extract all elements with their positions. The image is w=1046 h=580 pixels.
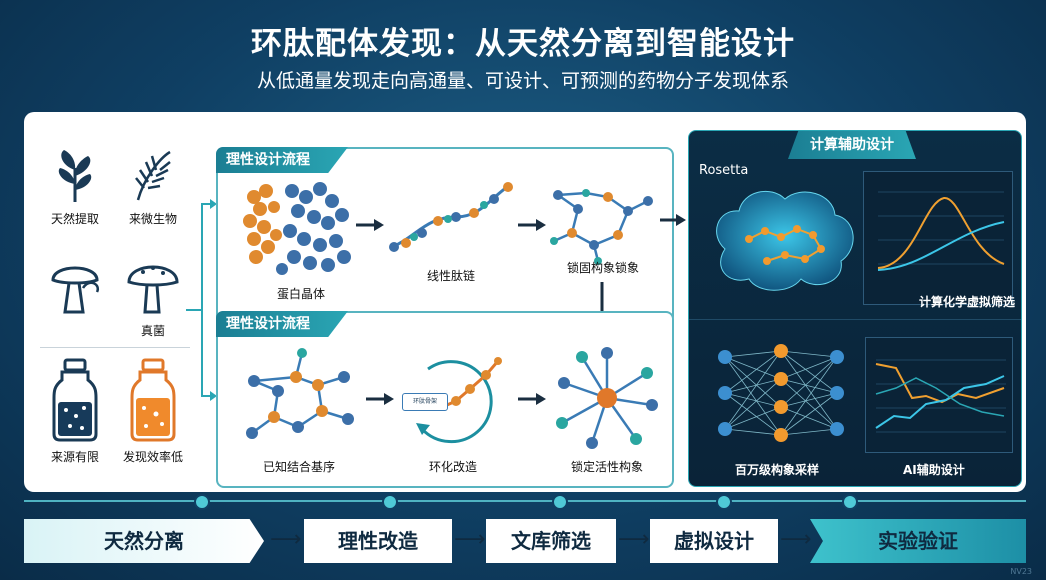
stage-arrow: ⟶ [454, 527, 486, 552]
node-label: 已知结合基序 [262, 460, 335, 474]
source-microbe: 来微生物 [118, 148, 188, 227]
locked-conformation-image [550, 189, 653, 265]
cyclization-image [416, 357, 502, 444]
rosetta-label: Rosetta [699, 163, 749, 178]
screening-curve [877, 191, 1005, 271]
active-conformation-image [556, 347, 658, 449]
source-label: 天然提取 [50, 212, 99, 226]
leaf-icon [135, 150, 171, 201]
source-label: 真菌 [140, 324, 165, 338]
protein-crystal-image [243, 182, 351, 275]
mini-label: 环肽骨架 [402, 393, 448, 411]
node-label: 锁定活性构象 [570, 460, 643, 474]
source-plant: 天然提取 [40, 148, 110, 227]
node-label: 蛋白晶体 [276, 287, 325, 301]
binding-motif-image [246, 348, 354, 439]
neural-network-image [718, 344, 844, 442]
node-label: 线性肽链 [426, 269, 475, 283]
arrow-right [356, 219, 384, 231]
divider [689, 319, 1021, 320]
stage-arrow: ⟶ [780, 527, 812, 552]
flow-box-1: 理性设计流程 蛋白晶体 线性肽链 锁固构象锁象 [216, 147, 674, 324]
flow-tag: 理性设计流程 [216, 311, 348, 337]
timeline-dot [716, 494, 732, 510]
page-subtitle: 从低通量发现走向高通量、可设计、可预测的药物分子发现体系 [256, 70, 789, 92]
linear-peptide-image [389, 182, 513, 252]
node-label: 锁固构象锁象 [566, 261, 639, 275]
source-connector [186, 199, 217, 401]
virtual-screening-plot [863, 171, 1013, 305]
node-label: 环化改造 [428, 460, 477, 474]
stage-4: 虚拟设计 [650, 519, 778, 563]
stage-arrow: ⟶ [270, 527, 302, 552]
flow-tag: 理性设计流程 [216, 147, 348, 173]
natural-sources: 天然提取 来微生物 真菌 来源有限 [30, 130, 190, 480]
timeline-line [24, 500, 1026, 502]
orange-jar-icon [130, 358, 176, 442]
page-title: 环肽配体发现：从天然分离到智能设计 [251, 26, 795, 62]
watermark: NV23 [1010, 567, 1032, 576]
stage-2: 理性改造 [304, 519, 452, 563]
fungus-icon [127, 265, 179, 314]
timeline-dot [842, 494, 858, 510]
arrow-right [518, 219, 546, 231]
arrow-right [518, 393, 546, 405]
plant-icon [58, 150, 92, 202]
jar-icon [52, 358, 98, 442]
source-limited: 来源有限 [40, 358, 110, 465]
stage-arrow: ⟶ [618, 527, 650, 552]
computational-tag: 计算辅助设计 [788, 131, 916, 159]
ai-design-plot [865, 337, 1013, 453]
source-fungus: 真菌 [118, 258, 188, 339]
protein-cloud-image [716, 190, 854, 291]
panel-label: 计算化学虚拟筛选 [919, 295, 1016, 309]
source-low-efficiency: 发现效率低 [118, 358, 188, 465]
panel-label: 百万级构象采样 [735, 463, 820, 477]
flow-box-2: 理性设计流程 已知结合基序 环肽骨架 环化改造 锁定活性构象 [216, 311, 674, 488]
stage-5: 实验验证 [810, 519, 1026, 563]
stage-1: 天然分离 [24, 519, 264, 563]
source-label: 发现效率低 [122, 450, 183, 464]
arrow-right [660, 214, 686, 226]
panel-label: AI辅助设计 [903, 463, 965, 477]
source-mushroom [40, 258, 110, 316]
stage-3: 文库筛选 [486, 519, 616, 563]
timeline-dot [382, 494, 398, 510]
computational-panel: Rosetta 计算化学虚拟筛选 百万级构象采样 [688, 130, 1022, 487]
source-label: 来微生物 [128, 212, 177, 226]
mushroom-icon [51, 266, 100, 314]
ai-design-curves [875, 359, 1006, 433]
divider [40, 347, 190, 348]
stage-bar: 天然分离 ⟶ 理性改造 ⟶ 文库筛选 ⟶ 虚拟设计 ⟶ 实验验证 [24, 519, 1026, 563]
arrow-right [366, 393, 394, 405]
timeline-dot [552, 494, 568, 510]
source-label: 来源有限 [50, 450, 99, 464]
timeline-dot [194, 494, 210, 510]
